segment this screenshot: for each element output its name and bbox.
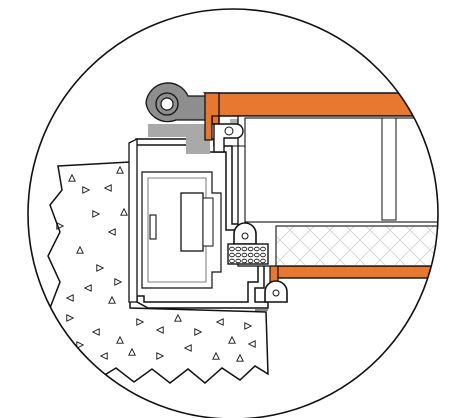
aggregate-mark (116, 165, 124, 174)
strip-texture-mark (241, 258, 248, 264)
anchor-plate-lip (202, 197, 214, 247)
aggregate-mark (155, 326, 164, 334)
aggregate-mark (66, 314, 75, 322)
strip-texture-mark (260, 252, 266, 258)
insulation-panel (275, 225, 438, 267)
aggregate-mark (136, 318, 145, 326)
aggregate-mark (92, 210, 101, 218)
strip-texture-mark (235, 246, 242, 252)
strip-texture-mark (247, 252, 254, 258)
aggregate-mark (103, 184, 112, 192)
anchor-plate (180, 192, 204, 252)
aggregate-mark (247, 340, 256, 348)
aggregate-mark (99, 352, 108, 360)
aggregate-mark (76, 341, 85, 349)
aggregate-mark (156, 352, 165, 360)
detail-callout-circle (27, 8, 439, 418)
strip-texture-mark (247, 246, 254, 252)
door-core-inner (244, 117, 438, 223)
aggregate-mark (114, 278, 123, 286)
strip-texture-mark (247, 258, 254, 264)
aggregate-mark (174, 313, 182, 322)
middle-seal-bead (241, 232, 249, 240)
strip-texture-mark (229, 246, 235, 252)
strip-texture-mark (229, 252, 235, 258)
concrete-aggregate-marks (56, 165, 256, 362)
door-leaf-return (204, 92, 220, 141)
strip-texture-mark (235, 252, 242, 258)
aggregate-mark (83, 284, 92, 292)
strip-texture-mark (253, 258, 260, 264)
aggregate-mark (82, 186, 91, 194)
anchor-slot (149, 214, 157, 240)
top-seal-bead (224, 126, 234, 136)
bottom-seal-bead (272, 289, 280, 297)
aggregate-mark (96, 264, 105, 272)
aggregate-mark (76, 245, 84, 254)
aggregate-mark (128, 347, 136, 356)
aggregate-mark (68, 173, 76, 182)
aggregate-mark (65, 294, 74, 302)
aggregate-mark (215, 318, 224, 326)
aggregate-mark (244, 322, 253, 330)
aggregate-mark (194, 328, 203, 336)
aggregate-mark (91, 328, 100, 336)
strip-texture-mark (253, 252, 260, 258)
aggregate-mark (212, 351, 220, 360)
aggregate-mark (120, 207, 128, 216)
hinge-pin (160, 97, 174, 111)
intumescent-strip-texture (229, 246, 266, 264)
aggregate-mark (56, 222, 65, 230)
strip-texture-mark (253, 246, 260, 252)
top-seal (213, 123, 244, 153)
aggregate-mark (183, 344, 192, 352)
aggregate-mark (108, 295, 116, 304)
detail-clip-group (47, 82, 438, 384)
frame-return (128, 137, 138, 303)
strip-texture-mark (260, 258, 266, 264)
strip-texture-mark (241, 246, 248, 252)
aggregate-mark (236, 353, 244, 362)
aggregate-mark (228, 335, 236, 344)
concrete-wall (47, 161, 269, 384)
anchor-box-inner (147, 177, 207, 283)
strip-texture-mark (241, 252, 248, 258)
hinge-shadow-plate (148, 124, 210, 154)
aggregate-mark (116, 335, 124, 344)
strip-texture-mark (260, 246, 266, 252)
strip-texture-mark (229, 258, 235, 264)
aggregate-mark (107, 228, 116, 236)
strip-texture-mark (235, 258, 242, 264)
glass-lite (381, 117, 397, 221)
